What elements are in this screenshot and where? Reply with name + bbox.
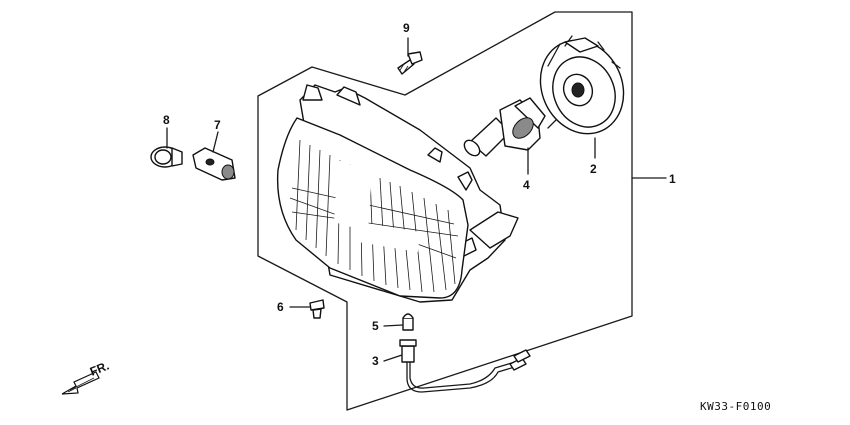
grommet — [150, 146, 183, 168]
assembly-frame — [257, 11, 633, 411]
bolt — [397, 51, 423, 75]
callout-9: 9 — [403, 21, 410, 35]
callout-7: 7 — [214, 118, 221, 132]
callout-1: 1 — [669, 172, 676, 186]
leader-lines — [166, 37, 667, 362]
bracket — [192, 147, 236, 181]
callout-6: 6 — [277, 300, 284, 314]
front-direction-label: FR. — [88, 359, 111, 379]
callout-5: 5 — [372, 319, 379, 333]
callout-8: 8 — [163, 113, 170, 127]
screw — [309, 299, 325, 319]
figure-code: KW33-F0100 — [700, 400, 771, 413]
callout-3: 3 — [372, 354, 379, 368]
socket-cover — [539, 35, 625, 135]
bulb — [463, 97, 546, 157]
socket-wire — [399, 339, 531, 393]
position-bulb — [402, 313, 414, 331]
headlight-housing — [276, 84, 519, 303]
front-arrow-icon — [61, 371, 100, 395]
callout-2: 2 — [590, 162, 597, 176]
callout-4: 4 — [523, 178, 530, 192]
